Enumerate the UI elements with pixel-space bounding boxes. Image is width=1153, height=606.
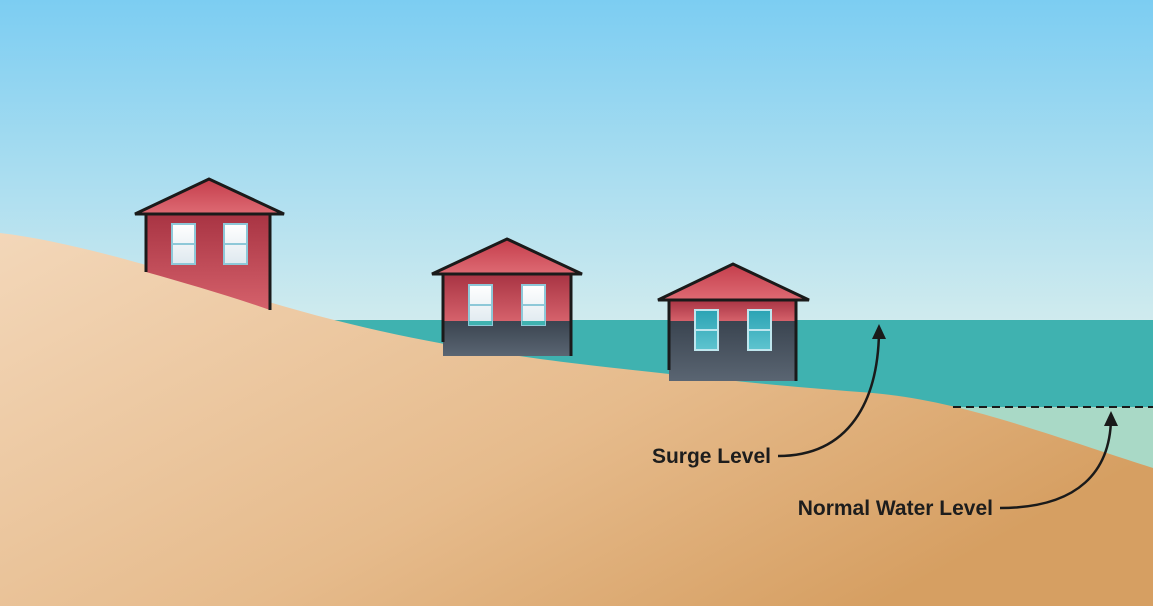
normal-water-arrowhead [1104,411,1118,426]
normal-water-level-label: Normal Water Level [798,497,993,520]
surge-level-label: Surge Level [652,445,771,468]
surge-arrowhead [872,324,886,339]
surge-level-arrow [777,331,881,458]
normal-water-arrow [999,418,1113,510]
house-dry [134,177,285,310]
sand-hill [0,233,1153,606]
house-flooded [657,262,810,381]
house-partially-flooded [431,237,583,356]
